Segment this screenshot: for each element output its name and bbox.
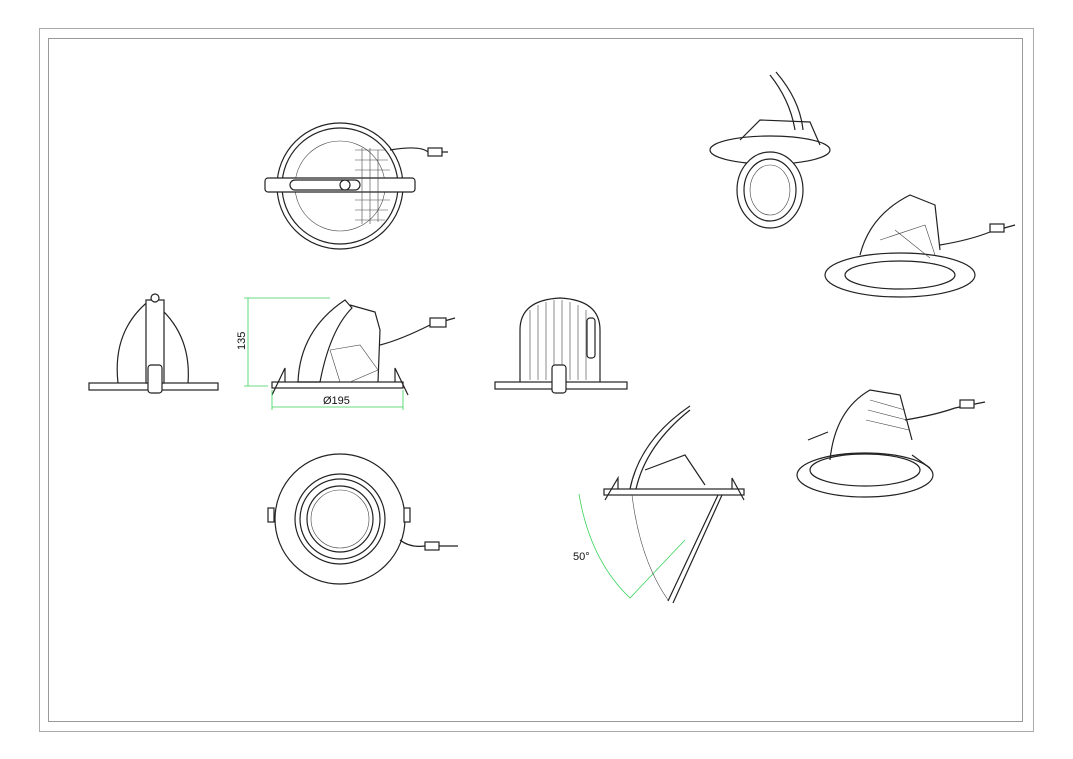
diameter-dimension-label: Ø195 bbox=[323, 395, 350, 407]
bottom-view bbox=[267, 453, 458, 585]
side-view bbox=[271, 299, 456, 396]
isometric-view-front bbox=[709, 71, 831, 229]
height-dimension-label: 135 bbox=[236, 332, 248, 350]
tilt-angle-label: 50° bbox=[573, 551, 590, 563]
outer-frame bbox=[39, 28, 1034, 732]
top-view bbox=[264, 122, 448, 250]
dimension-lines bbox=[244, 297, 686, 599]
tilted-view bbox=[603, 405, 745, 604]
front-view bbox=[88, 293, 219, 394]
isometric-view-back bbox=[796, 389, 986, 498]
isometric-view-tilted bbox=[824, 194, 1016, 298]
inner-frame bbox=[48, 38, 1023, 722]
back-view bbox=[494, 297, 628, 394]
